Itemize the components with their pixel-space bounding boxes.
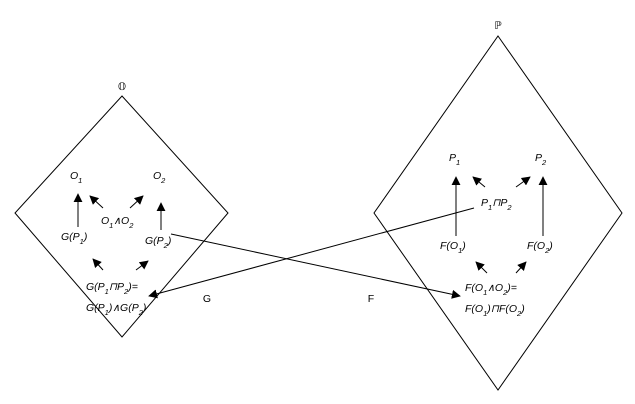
label-f-o1: F(O1) [440, 240, 466, 255]
label-f-meet-line2: F(O1)⊓F(O2) [465, 303, 525, 318]
right-set-title: ℙ [494, 20, 502, 32]
arrow-gmeet-to-gp2 [135, 260, 149, 271]
arrow-meet-to-p2 [515, 176, 531, 188]
map-f-label: F [368, 293, 374, 305]
arrow-gmeet-to-gp1 [92, 258, 104, 271]
label-p1-meet-p2: P1⊓P2 [481, 197, 512, 212]
map-g-label: G [203, 293, 211, 305]
label-p2: P2 [535, 152, 547, 167]
arrow-meet-to-o1 [89, 195, 104, 209]
arrow-meet-to-p1 [472, 176, 486, 188]
label-o2: O2 [153, 170, 166, 185]
right-diamond [373, 35, 623, 391]
left-set-title: 𝕆 [118, 81, 127, 93]
arrow-fmeet-to-fo2 [515, 261, 527, 274]
label-g-p1: G(P1) [61, 231, 87, 246]
label-o1-meet-o2: O1∧O2 [101, 215, 134, 230]
label-g-meet-line1: G(P1⊓P2)= [86, 281, 138, 296]
label-f-meet-line1: F(O1∧O2)= [465, 282, 517, 297]
label-p1: P1 [449, 152, 460, 167]
label-g-meet-line2: G(P1)∧G(P2) [86, 302, 146, 317]
arrow-meet-to-o2 [129, 195, 144, 209]
map-g-arrow [148, 207, 475, 299]
arrow-fmeet-to-fo1 [475, 261, 488, 274]
label-f-o2: F(O2) [527, 240, 553, 255]
left-diamond [14, 95, 229, 338]
map-f-arrow [170, 233, 461, 299]
label-g-p2: G(P2) [145, 235, 171, 250]
label-o1: O1 [70, 170, 82, 185]
